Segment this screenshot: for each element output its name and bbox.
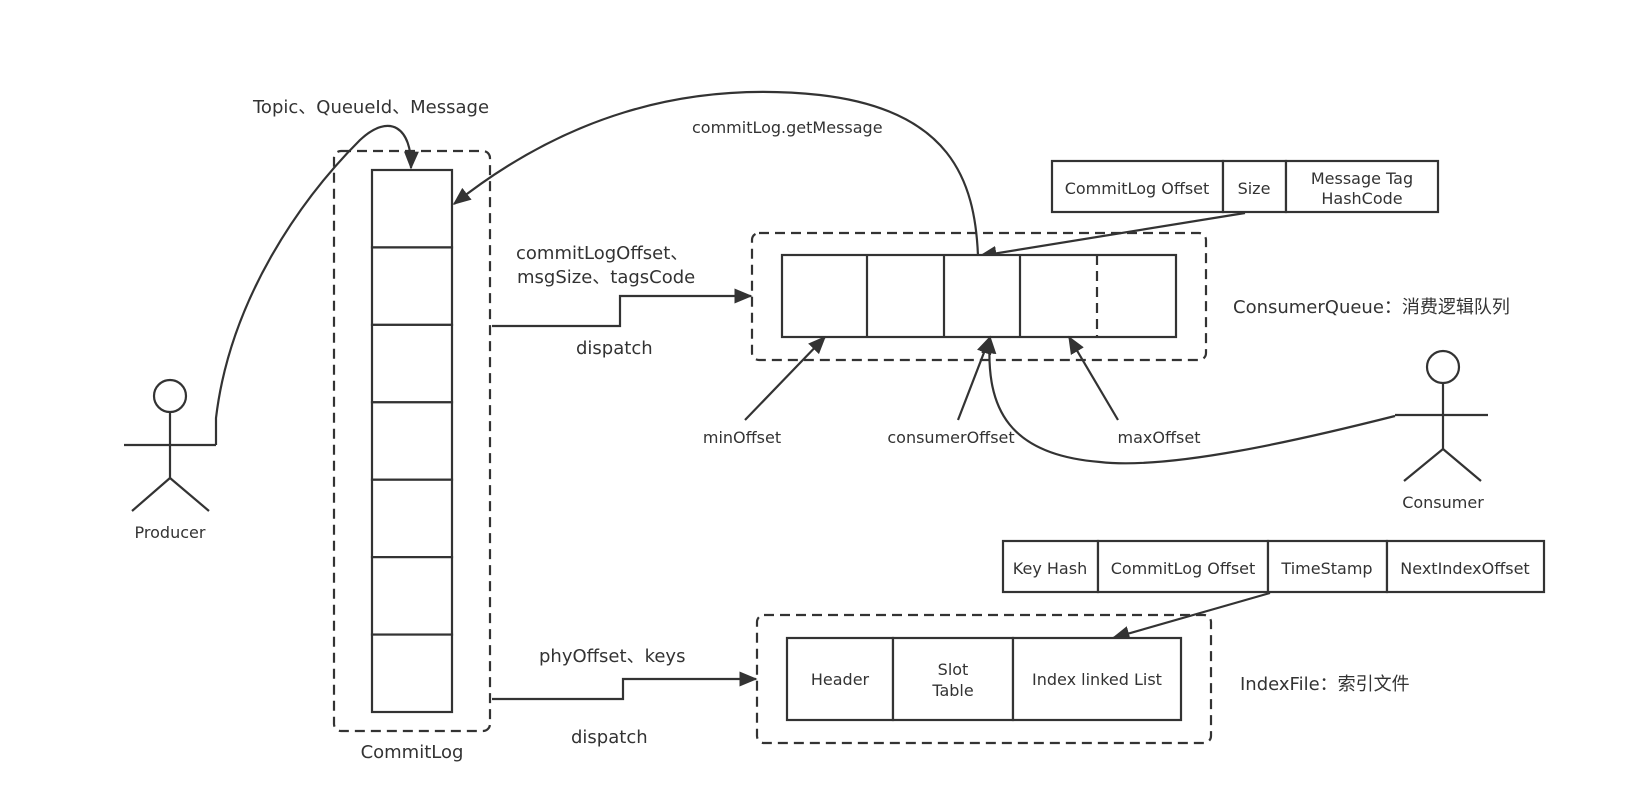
indexfile: Header Slot Table Index linked List Inde… (755, 613, 1410, 745)
indexfile-dispatch-arrow (492, 671, 758, 701)
indexfile-linked-list-label: Index linked List (1032, 670, 1162, 689)
consumer-leg-right (1442, 448, 1482, 482)
get-message-label: commitLog.getMessage (692, 118, 883, 137)
indexfile-header-label: Header (811, 670, 870, 689)
indexfile-header-section (785, 636, 895, 722)
consumequeue-dispatch-label: dispatch (576, 338, 653, 359)
indexfile-dispatch-label: dispatch (571, 727, 648, 748)
consumequeue-dispatch-fields-line1: commitLogOffset、 (516, 243, 688, 264)
index-entry-next-index-offset-label: NextIndexOffset (1400, 559, 1529, 578)
entry-field-tag-hashcode (1284, 159, 1440, 214)
indexfile-slot-label-line1: Slot (938, 660, 969, 679)
max-offset-label: maxOffset (1118, 428, 1201, 447)
commitlog-cell (370, 633, 454, 714)
commitlog-cell (370, 401, 454, 481)
entry-field-size-label: Size (1238, 179, 1271, 198)
commitlog-cell (370, 246, 454, 326)
producer-leg-right (169, 477, 210, 512)
index-entry-timestamp-label: TimeStamp (1280, 559, 1372, 578)
commitlog-cell (370, 168, 454, 249)
indexfile-slot-table-section (891, 636, 1015, 722)
entry-field-commitlog-offset-label: CommitLog Offset (1065, 179, 1210, 198)
index-entry-to-linked-list-arrow (1111, 591, 1271, 641)
entry-field-tag-line2: HashCode (1321, 189, 1402, 208)
min-offset-label: minOffset (703, 428, 781, 447)
indexfile-entry-structure: Key Hash CommitLog Offset TimeStamp Next… (1001, 539, 1546, 594)
index-entry-timestamp (1266, 539, 1389, 594)
max-offset-arrow (1068, 335, 1119, 421)
entry-field-size (1221, 159, 1288, 214)
producer-label: Producer (135, 523, 206, 542)
consumequeue-title: ConsumerQueue：消费逻辑队列 (1233, 297, 1510, 318)
consumequeue-dispatch-fields-line2: msgSize、tagsCode (517, 267, 695, 288)
consumer-leg-left (1403, 448, 1444, 482)
entry-to-consumequeue-arrow (978, 211, 1246, 261)
producer-leg-left (131, 477, 171, 512)
consumer-offset-arrow (956, 335, 992, 421)
producer-actor: Producer (124, 378, 216, 542)
entry-field-tag-line1: Message Tag (1311, 169, 1413, 188)
index-entry-commitlog-offset (1096, 539, 1270, 594)
consumer-offset-label: consumerOffset (887, 428, 1014, 447)
consumequeue: ConsumerQueue：消费逻辑队列 (750, 231, 1510, 362)
commitlog-cells (370, 168, 454, 714)
commitlog-label: CommitLog (361, 742, 464, 763)
producer-head (152, 378, 188, 414)
producer-to-commitlog-arrow (214, 124, 419, 445)
get-message-arrow (452, 90, 980, 257)
index-entry-key-hash (1001, 539, 1100, 594)
index-entry-commitlog-offset-label: CommitLog Offset (1111, 559, 1256, 578)
commitlog-container (332, 149, 492, 733)
consumequeue-body (780, 253, 1178, 339)
consumer-label: Consumer (1402, 493, 1484, 512)
consumer-head (1425, 349, 1461, 385)
entry-field-commitlog-offset (1050, 159, 1225, 214)
indexfile-slot-label-line2: Table (931, 681, 973, 700)
index-entry-next-index-offset (1385, 539, 1546, 594)
commitlog-cell (370, 323, 454, 404)
consumer-actor: Consumer (1395, 349, 1488, 512)
producer-message-label: Topic、QueueId、Message (252, 97, 489, 118)
consumequeue-entry-structure: CommitLog Offset Size Message Tag HashCo… (1050, 159, 1440, 214)
consumequeue-dispatch-arrow (492, 288, 753, 328)
min-offset-arrow (744, 335, 827, 421)
indexfile-title: IndexFile：索引文件 (1240, 674, 1410, 695)
indexfile-dispatch-fields: phyOffset、keys (539, 646, 685, 667)
commitlog-cell (370, 478, 454, 559)
consumer-to-offset-arrow (981, 335, 1396, 465)
commitlog-cell (370, 556, 454, 636)
index-entry-key-hash-label: Key Hash (1013, 559, 1087, 578)
indexfile-linked-list-section (1011, 636, 1183, 722)
commitlog: CommitLog (332, 149, 492, 763)
